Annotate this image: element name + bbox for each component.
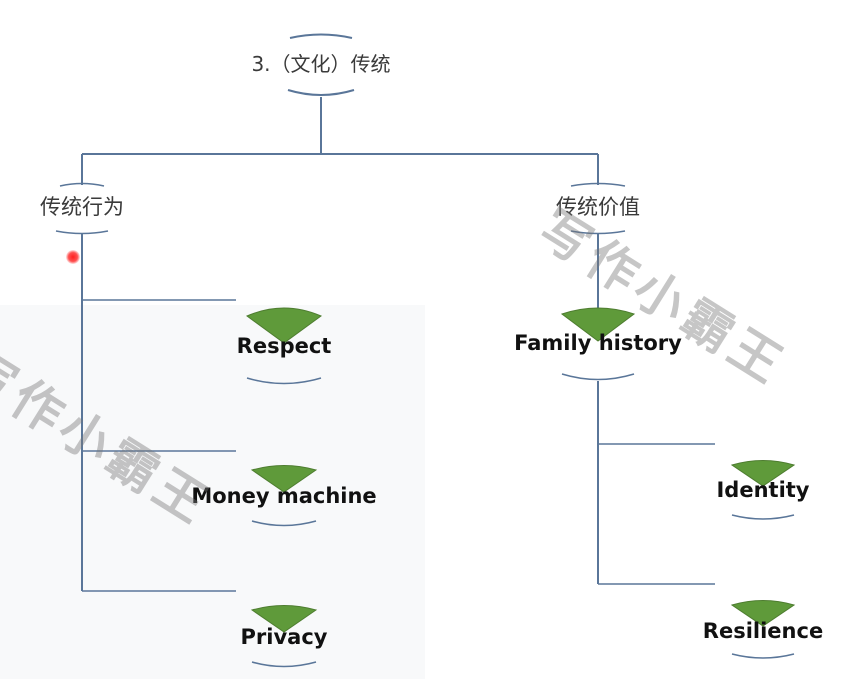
privacy-marker bbox=[250, 605, 318, 633]
identity-marker bbox=[730, 460, 796, 487]
node-identity[interactable]: Identity bbox=[716, 478, 810, 502]
node-family-history[interactable]: Family history bbox=[514, 331, 682, 355]
branch-label-values[interactable]: 传统价值 bbox=[556, 195, 640, 219]
root-bottom-arc bbox=[287, 89, 355, 96]
right-branch-bottom-arc bbox=[570, 230, 626, 235]
branch-label-behavior[interactable]: 传统行为 bbox=[40, 195, 124, 219]
resilience-marker bbox=[730, 600, 796, 627]
red-highlight-dot bbox=[66, 250, 80, 264]
money-marker bbox=[250, 465, 318, 493]
family-marker bbox=[560, 307, 636, 342]
money-bottom-arc bbox=[251, 520, 317, 527]
node-privacy[interactable]: Privacy bbox=[240, 625, 328, 649]
right-branch-top-arc bbox=[570, 182, 626, 187]
highlight-panel bbox=[0, 305, 425, 679]
family-bottom-arc bbox=[561, 373, 635, 381]
root-node-label[interactable]: 3.（文化）传统 bbox=[251, 52, 391, 76]
node-money-machine[interactable]: Money machine bbox=[191, 484, 377, 508]
privacy-bottom-arc bbox=[251, 661, 317, 668]
respect-marker bbox=[245, 307, 323, 344]
left-branch-bottom-arc bbox=[55, 230, 109, 235]
node-respect[interactable]: Respect bbox=[236, 334, 332, 358]
node-resilience[interactable]: Resilience bbox=[702, 619, 824, 643]
resilience-bottom-arc bbox=[731, 653, 795, 659]
respect-bottom-arc bbox=[246, 377, 322, 385]
left-branch-top-arc bbox=[59, 182, 105, 187]
root-top-arc bbox=[289, 33, 353, 39]
identity-bottom-arc bbox=[731, 514, 795, 520]
